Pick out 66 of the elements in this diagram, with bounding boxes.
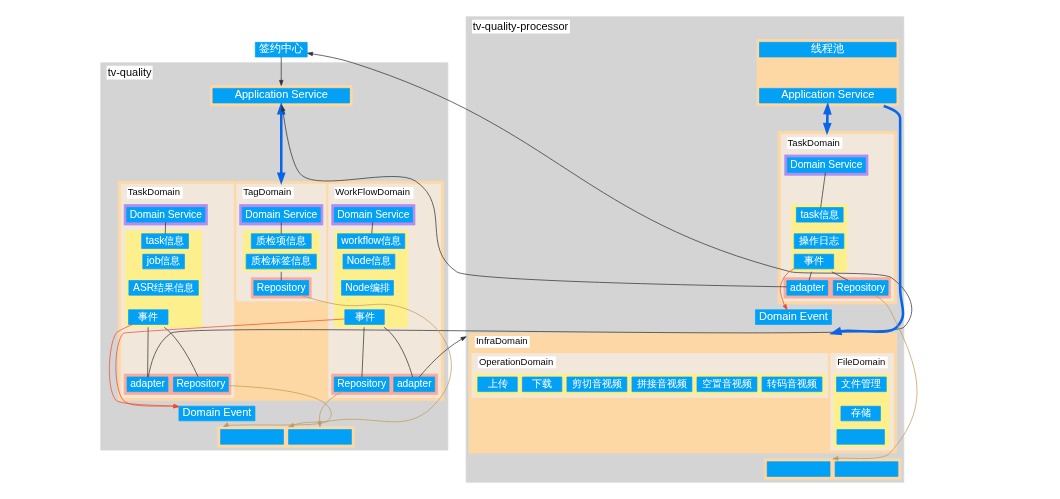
- node-box: 质检项信息: [250, 233, 312, 249]
- node-box: workflow信息: [336, 233, 405, 249]
- node-box: Application Service: [758, 88, 896, 104]
- node-box: 文件管理: [835, 376, 887, 392]
- node-box: adapter: [392, 376, 435, 392]
- arrow: [828, 104, 904, 336]
- node-box: [287, 429, 352, 445]
- node-box: Domain Event: [754, 309, 832, 325]
- node-box: 上传: [476, 376, 518, 392]
- arrow: [276, 102, 286, 186]
- connector: [819, 172, 826, 208]
- node-box: ASR结果信息: [128, 280, 199, 296]
- node-box: 拼接音视频: [631, 376, 692, 392]
- arrow: [418, 336, 466, 378]
- node-box: 空置音视频: [696, 376, 757, 392]
- node-box: [836, 429, 885, 445]
- arrow: [280, 105, 787, 288]
- node-box: Node信息: [342, 253, 395, 270]
- connector: [370, 221, 373, 235]
- arrow: [108, 324, 179, 409]
- connector: [808, 271, 812, 281]
- node-box: 剪切音视频: [566, 376, 627, 392]
- arrow: [115, 318, 345, 409]
- arrow: [147, 51, 912, 378]
- node-box: Domain Service: [241, 207, 321, 223]
- arrow: [287, 294, 452, 428]
- node-box: Domain Service: [786, 157, 866, 173]
- connector: [163, 326, 198, 378]
- node-box: Application Service: [212, 88, 350, 104]
- node-box: Repository: [172, 376, 229, 392]
- node-box: [834, 461, 898, 477]
- connector: [146, 326, 149, 378]
- node-box: [766, 461, 830, 477]
- node-box: 线程池: [758, 42, 896, 58]
- connector: [383, 326, 413, 378]
- node-box: 下载: [521, 376, 562, 392]
- connector: [280, 221, 282, 235]
- node-box: 事件: [343, 309, 385, 325]
- node-box: 签约中心: [254, 42, 308, 58]
- arrow: [278, 56, 283, 86]
- node-box: 质检标签信息: [245, 253, 317, 270]
- node-box: Repository: [333, 376, 389, 392]
- node-box: Repository: [253, 280, 309, 296]
- arrow: [779, 268, 794, 311]
- node-box: 转码音视频: [761, 376, 822, 392]
- node-box: Domain Event: [178, 405, 255, 422]
- node-box: adapter: [126, 376, 168, 392]
- node-box: task信息: [140, 233, 189, 249]
- node-box: 操作日志: [793, 233, 844, 249]
- connector: [164, 221, 166, 235]
- node-box: 事件: [793, 253, 834, 270]
- node-box: Domain Service: [125, 207, 205, 223]
- node-box: [219, 429, 284, 445]
- node-box: 存储: [840, 405, 881, 422]
- node-box: Node编排: [340, 280, 394, 296]
- arrow: [317, 391, 343, 428]
- node-box: task信息: [795, 207, 843, 223]
- node-box: adapter: [786, 280, 828, 296]
- arrow: [222, 385, 332, 428]
- connector: [361, 326, 364, 378]
- node-box: 事件: [127, 309, 168, 325]
- connector: [830, 271, 848, 281]
- node-box: Domain Service: [333, 207, 413, 223]
- node-box: Repository: [832, 280, 888, 296]
- node-box: job信息: [141, 253, 185, 270]
- connector: [280, 271, 282, 281]
